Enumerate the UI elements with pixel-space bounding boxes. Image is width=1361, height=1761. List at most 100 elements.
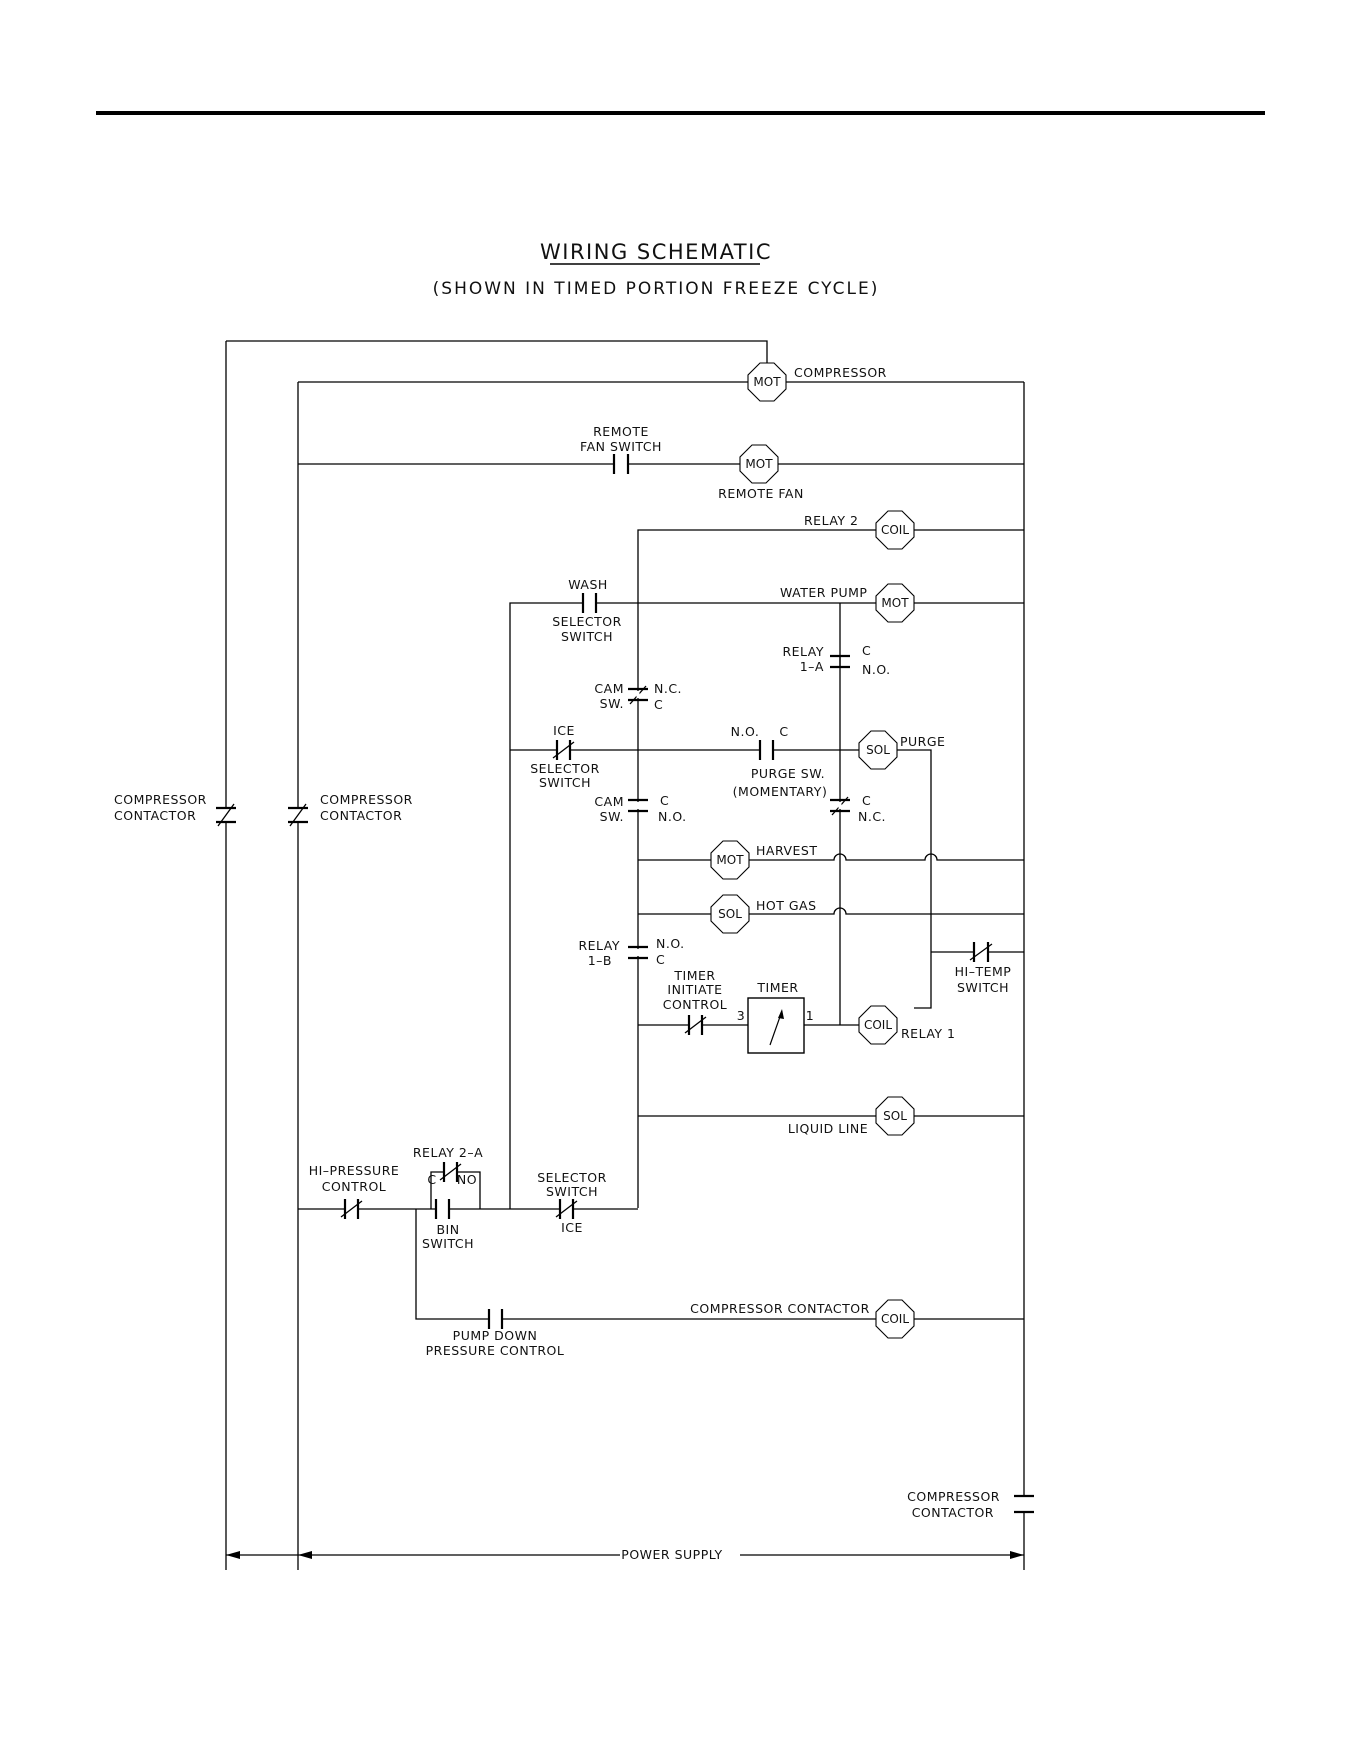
label-hi-pressure-2: CONTROL — [322, 1179, 387, 1194]
svg-text:SOL: SOL — [866, 743, 890, 757]
label-water-pump: WATER PUMP — [780, 585, 867, 600]
svg-text:MOT: MOT — [881, 596, 909, 610]
label-hi-temp-1: HI–TEMP — [955, 964, 1012, 979]
svg-text:COIL: COIL — [881, 1312, 909, 1326]
label-remote-fan: REMOTE FAN — [718, 486, 804, 501]
label-selector-1: SELECTOR — [537, 1170, 607, 1185]
label-timer-initiate-2: INITIATE — [667, 982, 722, 997]
label-wash-selector-2: SWITCH — [561, 629, 613, 644]
label-hi-temp-2: SWITCH — [957, 980, 1009, 995]
label-cam-2: CAM — [594, 794, 624, 809]
label-liquid-line: LIQUID LINE — [788, 1121, 868, 1136]
label-relay-2a-no: NO — [457, 1172, 477, 1187]
purge-solenoid: SOL — [858, 730, 898, 770]
label-relay-1b-1: RELAY — [578, 938, 620, 953]
bin-switch-contact — [434, 1199, 451, 1219]
svg-text:MOT: MOT — [753, 375, 781, 389]
svg-text:COIL: COIL — [864, 1018, 892, 1032]
hi-temp-switch-contact — [969, 942, 993, 962]
label-relay-1-nc-nc: N.C. — [858, 809, 886, 824]
label-ice-selector-2: SWITCH — [539, 775, 591, 790]
ice-selector-contact — [552, 740, 575, 760]
label-selector-ice: ICE — [561, 1220, 583, 1235]
power-supply-dimension: POWER SUPPLY — [226, 1547, 1024, 1562]
label-relay-2a-c: C — [427, 1172, 436, 1187]
label-timer-pin-3: 3 — [737, 1008, 745, 1023]
label-relay-1-nc-c: C — [862, 793, 871, 808]
pump-down-contact — [487, 1309, 504, 1329]
relay-1a-contact — [830, 654, 850, 669]
relay-2-coil: COIL — [875, 510, 915, 550]
label-cam-1-sw: SW. — [600, 696, 624, 711]
label-bin-switch-1: BIN — [436, 1222, 459, 1237]
label-compressor-contactor-coil: COMPRESSOR CONTACTOR — [690, 1301, 870, 1316]
label-hot-gas: HOT GAS — [756, 898, 817, 913]
power-supply-label: POWER SUPPLY — [621, 1547, 722, 1562]
svg-text:MOT: MOT — [745, 457, 773, 471]
label-relay-1b-no: N.O. — [656, 936, 685, 951]
label-compressor-contactor-mid-1: COMPRESSOR — [320, 792, 413, 807]
relay-1b-contact — [628, 945, 648, 960]
wires — [225, 340, 1025, 1570]
symbols: MOT MOT COIL MOT SOL MOT SOL — [710, 362, 915, 1339]
compressor-contactor-coil: COIL — [875, 1299, 915, 1339]
harvest-motor: MOT — [710, 840, 750, 880]
label-purge-sw-1: PURGE SW. — [751, 766, 825, 781]
label-relay-1a-2: 1–A — [800, 659, 824, 674]
hi-pressure-contact — [340, 1199, 363, 1219]
svg-text:SOL: SOL — [883, 1109, 907, 1123]
label-timer: TIMER — [756, 980, 798, 995]
label-timer-initiate-3: CONTROL — [663, 997, 728, 1012]
timer-initiate-contact — [684, 1015, 707, 1035]
labels: COMPRESSOR REMOTE FAN SWITCH REMOTE FAN … — [114, 365, 1011, 1520]
label-cam-1-nc: N.C. — [654, 681, 682, 696]
label-relay-2a: RELAY 2–A — [413, 1145, 483, 1160]
label-remote-fan-switch: REMOTE — [593, 424, 649, 439]
svg-text:SOL: SOL — [718, 907, 742, 921]
remote-fan-switch-contact — [612, 454, 630, 474]
svg-text:MOT: MOT — [716, 853, 744, 867]
label-purge-no: N.O. — [731, 724, 760, 739]
label-compressor-contactor-right-2: CONTACTOR — [912, 1505, 994, 1520]
compressor-contactor-left-1 — [216, 803, 236, 827]
label-harvest: HARVEST — [756, 843, 817, 858]
schematic-subtitle: (SHOWN IN TIMED PORTION FREEZE CYCLE) — [433, 279, 880, 299]
selector-ice-contact — [555, 1199, 578, 1219]
label-timer-initiate-1: TIMER — [673, 968, 715, 983]
label-bin-switch-2: SWITCH — [422, 1236, 474, 1251]
label-relay-1b-c: C — [656, 952, 665, 967]
label-compressor: COMPRESSOR — [794, 365, 887, 380]
label-purge-sw-2: (MOMENTARY) — [733, 784, 828, 799]
wash-selector-contact — [581, 593, 598, 613]
timer-box — [747, 997, 805, 1054]
contacts — [216, 454, 1034, 1514]
label-compressor-contactor-mid-2: CONTACTOR — [320, 808, 402, 823]
label-relay-2: RELAY 2 — [804, 513, 858, 528]
cam-switch-2-contact — [628, 798, 648, 813]
compressor-contactor-left-2 — [288, 803, 308, 827]
label-cam-2-no: N.O. — [658, 809, 687, 824]
label-relay-1a-1: RELAY — [782, 644, 824, 659]
label-compressor-contactor-left-2: CONTACTOR — [114, 808, 196, 823]
label-cam-2-sw: SW. — [600, 809, 624, 824]
label-compressor-contactor-right-1: COMPRESSOR — [907, 1489, 1000, 1504]
label-compressor-contactor-left-1: COMPRESSOR — [114, 792, 207, 807]
compressor-motor: MOT — [747, 362, 787, 402]
label-hi-pressure-1: HI–PRESSURE — [309, 1163, 400, 1178]
purge-switch-contact — [758, 740, 775, 760]
compressor-contactor-right — [1014, 1494, 1034, 1514]
label-purge-c: C — [779, 724, 788, 739]
label-ice: ICE — [553, 723, 575, 738]
label-cam-1: CAM — [594, 681, 624, 696]
label-relay-1a-no: N.O. — [862, 662, 891, 677]
label-timer-pin-1: 1 — [806, 1008, 814, 1023]
schematic-title: WIRING SCHEMATIC — [540, 240, 772, 264]
remote-fan-motor: MOT — [739, 444, 779, 484]
label-cam-2-c: C — [660, 793, 669, 808]
label-ice-selector-1: SELECTOR — [530, 761, 600, 776]
relay-1-coil: COIL — [858, 1005, 898, 1045]
relay-2a-contact — [439, 1162, 462, 1182]
label-relay-1a-c: C — [862, 643, 871, 658]
label-pump-down-1: PUMP DOWN — [453, 1328, 538, 1343]
